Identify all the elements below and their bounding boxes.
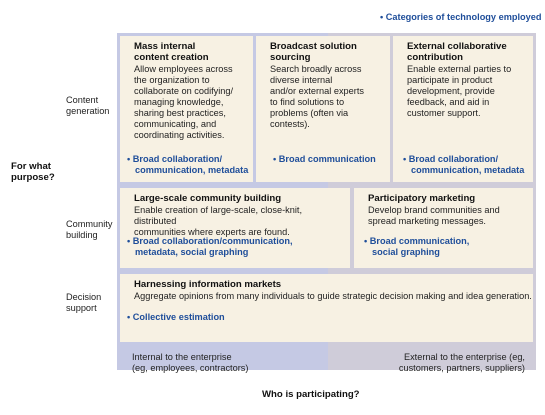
card-description: Search broadly across diverse internal a…: [270, 64, 382, 130]
card-description: Aggregate opinions from many individuals…: [134, 291, 532, 302]
row-label-line: generation: [66, 106, 110, 116]
card-description-line: coordinating activities.: [134, 130, 225, 140]
card-mass-internal-content-creation: Mass internal content creation Allow emp…: [120, 36, 253, 182]
card-description-line: collaborate on codifying/: [134, 86, 234, 96]
card-description-line: the organization to: [134, 75, 210, 85]
card-title-line: Broadcast solution: [270, 41, 357, 52]
card-title: Harnessing information markets: [134, 279, 525, 290]
technology-item: metadata, social graphing: [135, 247, 249, 257]
card-description-line: customer support.: [407, 108, 481, 118]
card-title-line: Mass internal: [134, 41, 196, 52]
technology-list: • Broad collaboration/communication, met…: [127, 236, 293, 258]
card-description-line: development, provide: [407, 86, 495, 96]
technology-item: communication, metadata: [411, 165, 525, 175]
card-description-line: managing knowledge,: [134, 97, 224, 107]
card-description: Enable external parties to participate i…: [407, 64, 525, 119]
technology-list: • Broad collaboration/ communication, me…: [127, 154, 248, 176]
card-large-scale-community-building: Large-scale community building Enable cr…: [120, 188, 350, 268]
card-description: Allow employees across the organization …: [134, 64, 245, 141]
card-description: Develop brand communities and spread mar…: [368, 205, 525, 227]
card-description-line: participate in product: [407, 75, 493, 85]
card-description-line: diverse internal: [270, 75, 333, 85]
column-label-line: Internal to the enterprise: [132, 352, 232, 362]
card-title-line: Large-scale community building: [134, 193, 282, 204]
column-label-line: (eg, employees, contractors): [132, 363, 249, 373]
y-axis-label-line: purpose?: [11, 172, 55, 183]
card-title: Mass internal content creation: [134, 41, 245, 63]
y-axis-label: For what purpose?: [11, 161, 55, 183]
card-description-line: spread marketing messages.: [368, 216, 486, 226]
technology-list: • Broad communication, social graphing: [364, 236, 469, 258]
card-description-line: Enable external parties to: [407, 64, 512, 74]
technology-item: communication, metadata: [135, 165, 249, 175]
card-title: Large-scale community building: [134, 193, 342, 204]
card-title-line: Participatory marketing: [368, 193, 476, 204]
row-label-line: Decision: [66, 292, 102, 302]
card-title-line: sourcing: [270, 52, 311, 63]
row-label-line: support: [66, 303, 97, 313]
technology-item: • Broad collaboration/: [403, 154, 499, 164]
technology-list: • Broad communication: [273, 154, 376, 165]
card-description-line: communicating, and: [134, 119, 217, 129]
row-label-content-generation: Content generation: [66, 95, 109, 117]
technology-item: • Broad collaboration/: [127, 154, 223, 164]
row-label-line: Content: [66, 95, 99, 105]
card-harnessing-information-markets: Harnessing information markets Aggregate…: [120, 274, 533, 342]
technology-list: • Broad collaboration/ communication, me…: [403, 154, 524, 176]
card-title: Broadcast solution sourcing: [270, 41, 382, 63]
card-title-line: content creation: [134, 52, 209, 63]
card-description-line: Aggregate opinions from many individuals…: [134, 291, 532, 301]
card-broadcast-solution-sourcing: Broadcast solution sourcing Search broad…: [256, 36, 390, 182]
column-label-external: External to the enterprise (eg, customer…: [395, 352, 525, 374]
technology-item: social graphing: [372, 247, 440, 257]
card-description-line: sharing best practices,: [134, 108, 226, 118]
legend-label: • Categories of technology employed: [380, 12, 542, 22]
card-description-line: problems (often via: [270, 108, 349, 118]
card-description-line: to find solutions to: [270, 97, 345, 107]
technology-item: • Broad communication,: [364, 236, 470, 246]
row-label-decision-support: Decision support: [66, 292, 101, 314]
column-label-line: External to the enterprise (eg,: [403, 352, 525, 362]
technology-item: • Broad collaboration/communication,: [127, 236, 293, 246]
card-title: Participatory marketing: [368, 193, 525, 204]
card-participatory-marketing: Participatory marketing Develop brand co…: [354, 188, 533, 268]
column-label-line: customers, partners, suppliers): [398, 363, 525, 373]
card-title-line: contribution: [407, 52, 463, 63]
card-description-line: Enable creation of large-scale, close-kn…: [134, 205, 303, 226]
card-title: External collaborative contribution: [407, 41, 525, 63]
card-title-line: External collaborative: [407, 41, 507, 52]
row-label-line: building: [66, 230, 98, 240]
card-description-line: communities where experts are found.: [134, 227, 290, 237]
card-external-collaborative-contribution: External collaborative contribution Enab…: [393, 36, 533, 182]
card-description-line: contests).: [270, 119, 310, 129]
card-description-line: feedback, and aid in: [407, 97, 490, 107]
technology-item: • Collective estimation: [127, 312, 225, 322]
y-axis-label-line: For what: [11, 161, 51, 172]
card-description-line: Search broadly across: [270, 64, 362, 74]
card-description-line: Allow employees across: [134, 64, 233, 74]
row-label-community-building: Community building: [66, 219, 112, 241]
x-axis-label: Who is participating?: [262, 389, 360, 400]
card-title-line: Harnessing information markets: [134, 279, 282, 290]
card-description-line: and/or external experts: [270, 86, 364, 96]
row-label-line: Community: [66, 219, 113, 229]
technology-list: • Collective estimation: [127, 312, 225, 323]
technology-item: • Broad communication: [273, 154, 376, 164]
column-label-internal: Internal to the enterprise (eg, employee…: [132, 352, 248, 374]
card-description-line: Develop brand communities and: [368, 205, 500, 215]
card-description: Enable creation of large-scale, close-kn…: [134, 205, 342, 238]
